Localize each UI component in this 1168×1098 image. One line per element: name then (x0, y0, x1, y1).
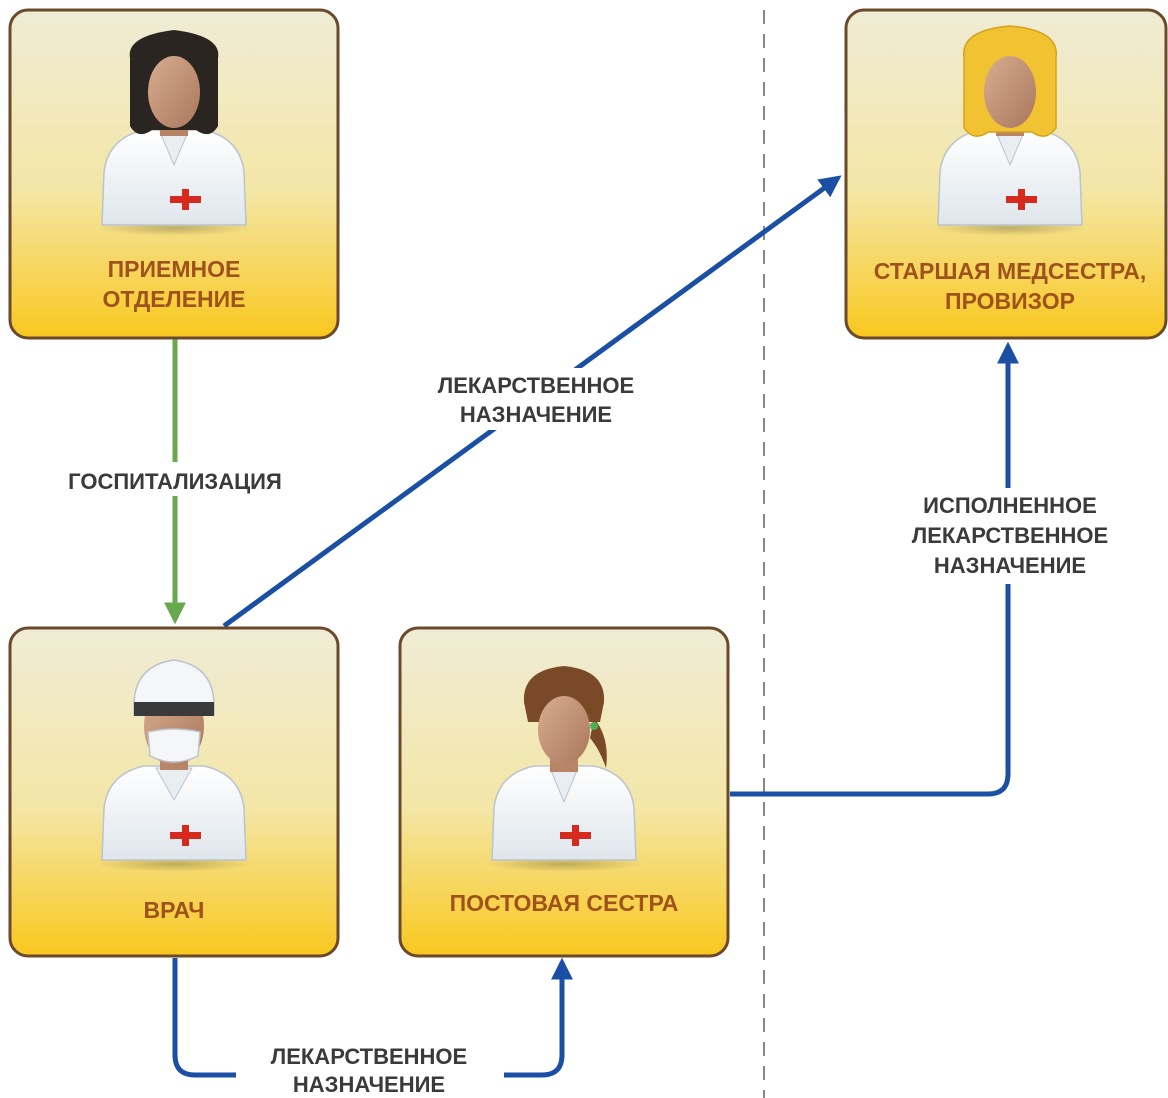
edge-executed-prescription-label-bg (890, 488, 1128, 584)
role-card-ward-nurse: ПОСТОВАЯ СЕСТРА (398, 626, 730, 958)
edge-executed-prescription-label-line-3: НАЗНАЧЕНИЕ (934, 553, 1086, 578)
role-card-doctor-label: ВРАЧ (144, 897, 205, 923)
edge-hospitalization-label: ГОСПИТАЛИЗАЦИЯ (68, 469, 282, 494)
role-card-head-nurse-label-line-1: СТАРШАЯ МЕДСЕСТРА, (874, 258, 1146, 284)
doctor-masked-icon (96, 659, 252, 872)
edge-executed-prescription: ИСПОЛНЕННОЕ ЛЕКАРСТВЕННОЕ НАЗНАЧЕНИЕ (730, 341, 1128, 797)
head-nurse-blonde-icon (932, 25, 1088, 236)
role-card-head-nurse-label-line-2: ПРОВИЗОР (945, 288, 1075, 314)
edge-hospitalization-label-bg (45, 462, 305, 496)
edge-prescription-to-ward-nurse-label-line-1: ЛЕКАРСТВЕННОЕ (271, 1044, 467, 1069)
edge-prescription-to-head-nurse-label-bg (408, 368, 666, 430)
edge-prescription-to-head-nurse-label-line-2: НАЗНАЧЕНИЕ (460, 402, 612, 427)
ward-nurse-icon (486, 666, 642, 872)
role-card-reception: ПРИЕМНОЕ ОТДЕЛЕНИЕ (8, 8, 340, 340)
edge-prescription-to-head-nurse: ЛЕКАРСТВЕННОЕ НАЗНАЧЕНИЕ (222, 175, 842, 629)
role-card-doctor: ВРАЧ (8, 626, 340, 958)
role-card-reception-label-line-2: ОТДЕЛЕНИЕ (102, 286, 245, 312)
receptionist-female-icon (96, 30, 252, 236)
edge-executed-prescription-label-line-2: ЛЕКАРСТВЕННОЕ (912, 523, 1108, 548)
edge-executed-prescription-line (730, 341, 1020, 797)
edge-prescription-to-ward-nurse-label-line-2: НАЗНАЧЕНИЕ (293, 1072, 445, 1097)
edge-hospitalization: ГОСПИТАЛИЗАЦИЯ (45, 338, 305, 625)
role-card-reception-label-line-1: ПРИЕМНОЕ (108, 256, 241, 282)
edge-prescription-to-head-nurse-label-line-1: ЛЕКАРСТВЕННОЕ (438, 373, 634, 398)
edge-prescription-to-ward-nurse: ЛЕКАРСТВЕННОЕ НАЗНАЧЕНИЕ (172, 957, 574, 1098)
role-card-head-nurse: СТАРШАЯ МЕДСЕСТРА, ПРОВИЗОР (844, 8, 1168, 340)
role-card-ward-nurse-label: ПОСТОВАЯ СЕСТРА (450, 890, 679, 916)
edge-executed-prescription-label-line-1: ИСПОЛНЕННОЕ (923, 493, 1097, 518)
edge-prescription-to-ward-nurse-label-bg (236, 1040, 504, 1098)
